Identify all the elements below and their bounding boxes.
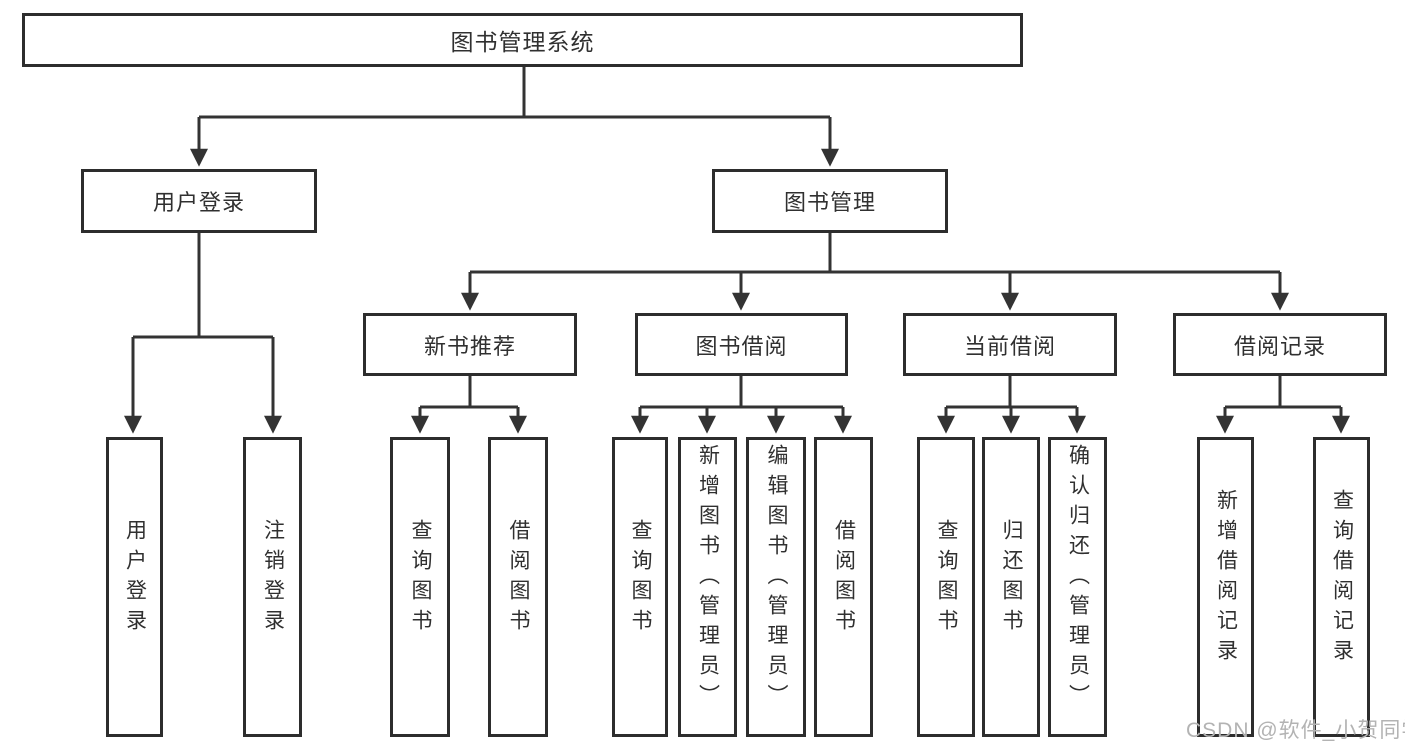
node-user-login: 用户登录 <box>81 169 317 233</box>
leaf-query-book-borrow: 查询图书 <box>612 437 668 737</box>
leaf-query-book-recommend: 查询图书 <box>390 437 450 737</box>
leaf-add-book-admin: 新增图书（管理员） <box>678 437 737 737</box>
leaf-logout: 注销登录 <box>243 437 302 737</box>
csdn-watermark: CSDN @软件_小贺同学 <box>1186 719 1405 742</box>
leaf-query-book-current: 查询图书 <box>917 437 975 737</box>
leaf-edit-book-admin: 编辑图书（管理员） <box>746 437 806 737</box>
node-new-book-recommend: 新书推荐 <box>363 313 577 376</box>
leaf-return-book: 归还图书 <box>982 437 1040 737</box>
node-book-management: 图书管理 <box>712 169 948 233</box>
node-borrow-records: 借阅记录 <box>1173 313 1387 376</box>
node-book-borrow: 图书借阅 <box>635 313 848 376</box>
leaf-borrow-book: 借阅图书 <box>814 437 873 737</box>
leaf-confirm-return-admin: 确认归还（管理员） <box>1048 437 1107 737</box>
leaf-add-borrow-record: 新增借阅记录 <box>1197 437 1254 737</box>
leaf-query-borrow-record: 查询借阅记录 <box>1313 437 1370 737</box>
node-library-management-system: 图书管理系统 <box>22 13 1023 67</box>
leaf-user-login: 用户登录 <box>106 437 163 737</box>
node-current-borrow: 当前借阅 <box>903 313 1117 376</box>
leaf-borrow-book-recommend: 借阅图书 <box>488 437 548 737</box>
